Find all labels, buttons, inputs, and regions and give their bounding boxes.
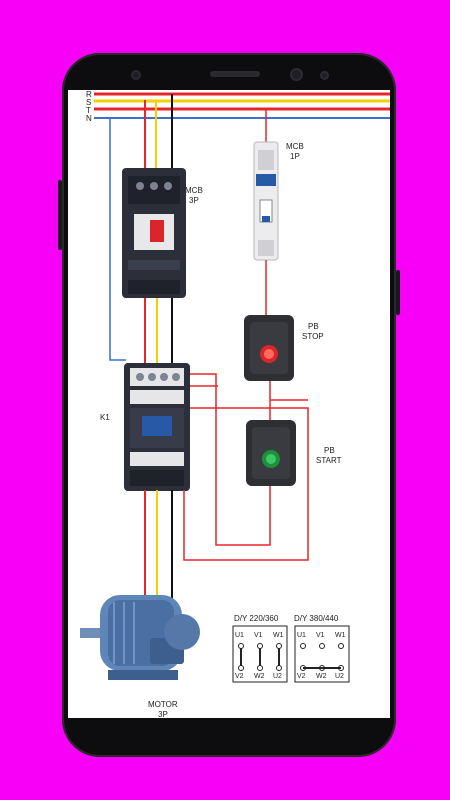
star-title: D/Y 380/440 <box>294 614 339 623</box>
terminal-v2-left: V2 <box>235 673 244 680</box>
pb-stop-label-line1: PB <box>308 322 319 331</box>
volume-button <box>58 180 62 250</box>
terminal-v2-right: V2 <box>297 673 306 680</box>
terminal-w2-right: W2 <box>316 673 327 680</box>
pb-start-label-line1: PB <box>324 446 335 455</box>
terminal-u2-right: U2 <box>335 673 344 680</box>
mcb-1p-breaker <box>253 141 279 261</box>
front-camera-icon <box>290 68 303 81</box>
power-button <box>396 270 400 315</box>
terminal-box-star <box>294 625 350 683</box>
earpiece-speaker <box>210 71 260 77</box>
wiring-diagram <box>80 92 390 683</box>
terminal-box-delta <box>232 625 288 683</box>
terminal-w1-right: W1 <box>335 632 346 639</box>
pb-stop-button <box>244 315 294 381</box>
bus-label-r: R <box>86 90 92 99</box>
terminal-v1-right: V1 <box>316 632 325 639</box>
contactor-k1 <box>124 363 190 491</box>
delta-title: D/Y 220/360 <box>234 614 279 623</box>
mcb-3p-breaker <box>122 168 186 298</box>
mcb-3p-label-line1: MCB <box>185 186 203 195</box>
sensor-icon <box>320 71 329 80</box>
pb-start-label-line2: START <box>316 456 342 465</box>
contactor-k1-label: K1 <box>100 413 110 422</box>
motor-label-line2: 3P <box>158 710 168 718</box>
pb-start-button <box>246 420 296 486</box>
terminal-u2-left: U2 <box>273 673 282 680</box>
terminal-w2-left: W2 <box>254 673 265 680</box>
terminal-v1-left: V1 <box>254 632 263 639</box>
wiring-diagram-screen: R S T N MCB 3P MCB 1P PB STOP PB START K… <box>68 90 390 718</box>
mcb-1p-label-line2: 1P <box>290 152 300 161</box>
mcb-1p-label-line1: MCB <box>286 142 304 151</box>
terminal-w1-left: W1 <box>273 632 284 639</box>
terminal-u1-right: U1 <box>297 632 306 639</box>
motor-3p <box>80 595 200 680</box>
proximity-sensor-icon <box>131 70 141 80</box>
terminal-u1-left: U1 <box>235 632 244 639</box>
mcb-3p-label-line2: 3P <box>189 196 199 205</box>
bus-label-t: T <box>86 106 91 115</box>
bus-label-n: N <box>86 114 92 123</box>
motor-label-line1: MOTOR <box>148 700 178 709</box>
bus-label-s: S <box>86 98 92 107</box>
pb-stop-label-line2: STOP <box>302 332 324 341</box>
